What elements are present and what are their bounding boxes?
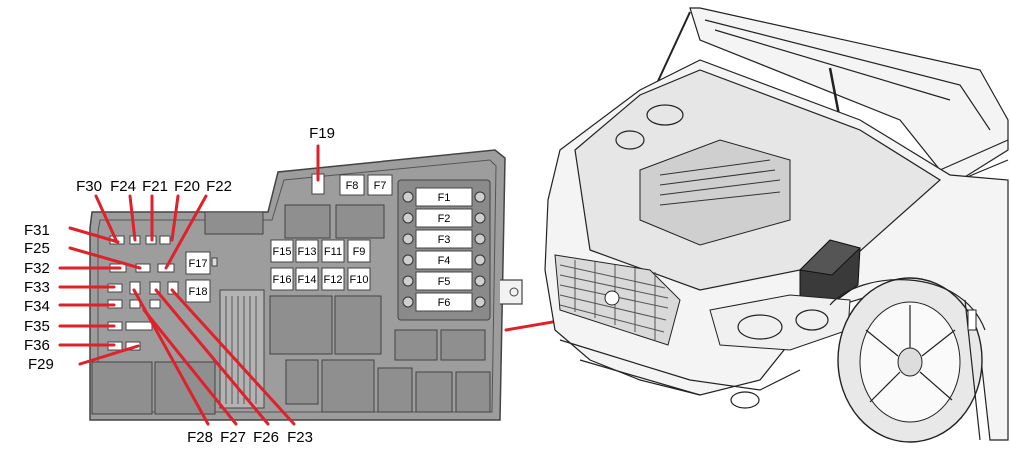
callout-label: F36 [24,337,50,354]
fuse-label: F4 [438,255,451,267]
fuse-label: F3 [438,234,451,246]
fuse-label: F10 [350,274,369,286]
callout-label: F24 [110,178,136,195]
callout-label: F22 [206,178,232,195]
callout-label: F33 [24,279,50,296]
callout-label: F23 [287,429,313,446]
fuse-label: F11 [324,246,342,258]
fuse-label: F13 [298,246,317,258]
callout-labels: F19 F30 F24 F21 F20 F22 F31 F25 F32 F33 … [24,125,335,446]
fuse-label: F15 [273,246,292,258]
callout-label: F34 [24,298,50,315]
callout-label: F28 [187,429,213,446]
fuse-label: F16 [273,274,292,286]
fuse-label: F2 [438,213,451,225]
callout-label: F31 [24,222,50,239]
callout-label: F25 [24,240,50,257]
fuse-label: F18 [189,286,208,298]
fuse-label: F14 [298,274,317,286]
fuse-label: F17 [189,258,208,270]
callout-label: F19 [309,125,335,142]
callout-label: F30 [76,178,102,195]
callout-label: F35 [24,318,50,335]
fuse-label: F5 [438,276,451,288]
fuse-label: F7 [374,180,387,192]
callout-label: F27 [220,429,246,446]
fuse-label: F9 [353,246,366,258]
callout-label: F20 [174,178,200,195]
fuse-label: F12 [324,274,343,286]
maxi-fuse-labels: F1 F2 F3 F4 F5 F6 [438,192,451,309]
fuse-label: F1 [438,192,451,204]
car-illustration [544,7,1009,443]
callout-label: F26 [253,429,279,446]
callout-label: F29 [28,356,54,373]
fuse-label: F6 [438,297,451,309]
small-fuse-labels: F8 F7 F15 F13 F11 F9 F16 F14 F12 F10 F17… [189,180,387,298]
callout-label: F21 [142,178,168,195]
fuse-label: F8 [346,180,359,192]
callout-label: F32 [24,260,50,277]
